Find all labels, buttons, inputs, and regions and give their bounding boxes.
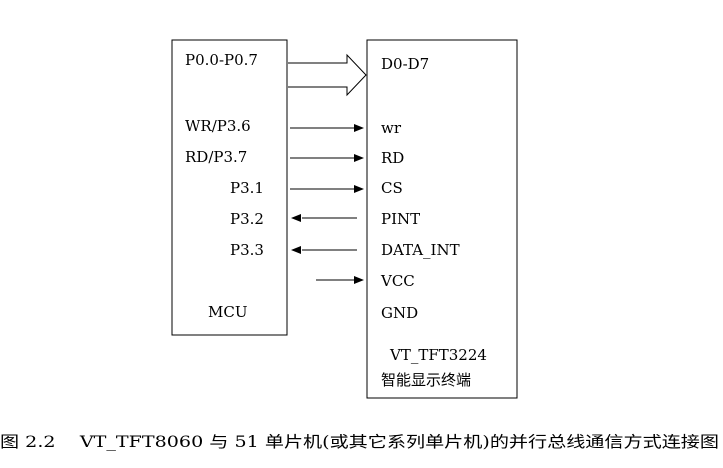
terminal-model: VT_TFT3224 (389, 346, 487, 364)
bus-arrow (288, 53, 367, 97)
cs-arrow (290, 185, 364, 193)
mcu-pin-p33: P3.3 (230, 241, 264, 259)
terminal-pin-cs: CS (381, 179, 403, 197)
mcu-pin-wr: WR/P3.6 (185, 117, 251, 135)
mcu-box (171, 39, 288, 336)
terminal-pin-rd: RD (381, 149, 404, 167)
wr-arrow (290, 124, 364, 132)
mcu-name: MCU (208, 303, 247, 321)
mcu-pin-p31: P3.1 (230, 179, 264, 197)
pint-arrow (291, 214, 357, 222)
terminal-pin-wr: wr (381, 119, 402, 137)
mcu-pin-p32: P3.2 (230, 210, 264, 228)
signal-arrows (290, 124, 364, 284)
vcc-arrow (316, 276, 364, 284)
terminal-pin-data-int: DATA_INT (381, 241, 460, 259)
terminal-box (366, 39, 518, 399)
terminal-name: 智能显示终端 (381, 371, 471, 389)
rd-arrow (290, 154, 364, 162)
mcu-pin-rd: RD/P3.7 (185, 148, 247, 166)
mcu-port-label: P0.0-P0.7 (185, 51, 258, 69)
terminal-pin-vcc: VCC (380, 272, 415, 290)
terminal-pin-gnd: GND (381, 304, 418, 322)
figure-caption: 图 2.2 VT_TFT8060 与 51 单片机(或其它系列单片机)的并行总线… (0, 433, 719, 451)
data-int-arrow (291, 246, 357, 254)
terminal-bus-label: D0-D7 (381, 55, 429, 73)
terminal-pin-pint: PINT (381, 210, 420, 228)
